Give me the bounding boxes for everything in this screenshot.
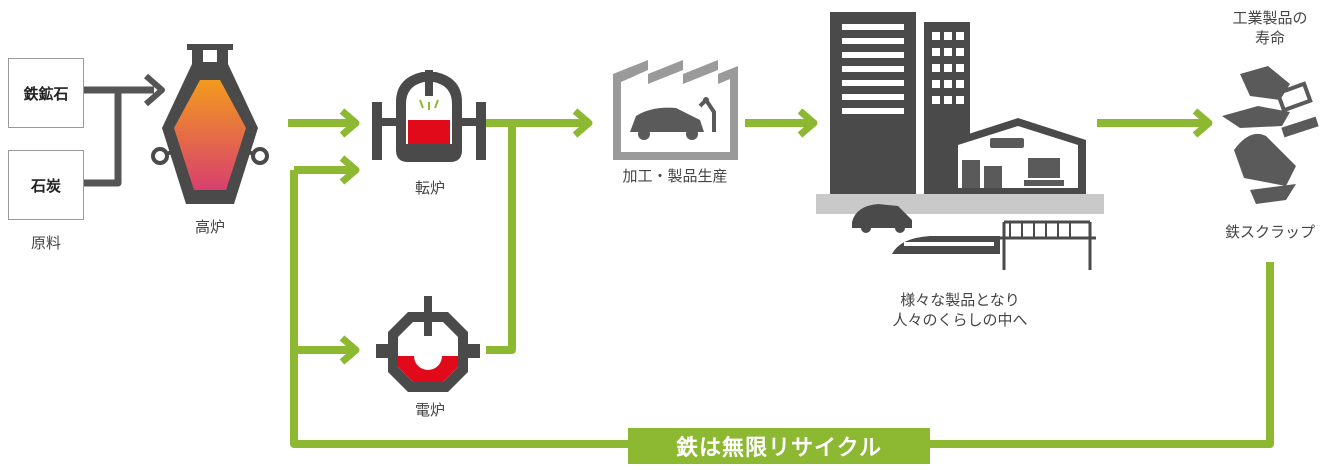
infinite-recycle-banner: 鉄は無限リサイクル [628,428,930,464]
lifespan-label-line1: 工業製品の [1232,9,1308,27]
converter-icon [372,70,486,162]
coal-box: 石炭 [8,150,84,220]
lifespan-label-line2: 寿命 [1254,29,1285,47]
city-products-icon [816,12,1104,270]
electric-furnace-label: 電炉 [414,401,445,419]
factory-icon [613,60,738,160]
iron-ore-box: 鉄鉱石 [8,58,84,128]
processing-label: 加工・製品生産 [622,167,728,185]
products-label-line1: 様々な製品となり [900,291,1020,309]
electric-furnace-icon [376,296,480,392]
raw-materials-label: 原料 [30,234,61,252]
blast-furnace-label: 高炉 [194,218,225,236]
scrap-label: 鉄スクラップ [1224,223,1315,241]
converter-label: 転炉 [414,179,445,197]
scrap-icon [1222,66,1319,204]
blast-furnace-icon [151,44,269,204]
products-label-line2: 人々のくらしの中へ [892,311,1028,329]
raw-material-arrows [82,73,165,187]
